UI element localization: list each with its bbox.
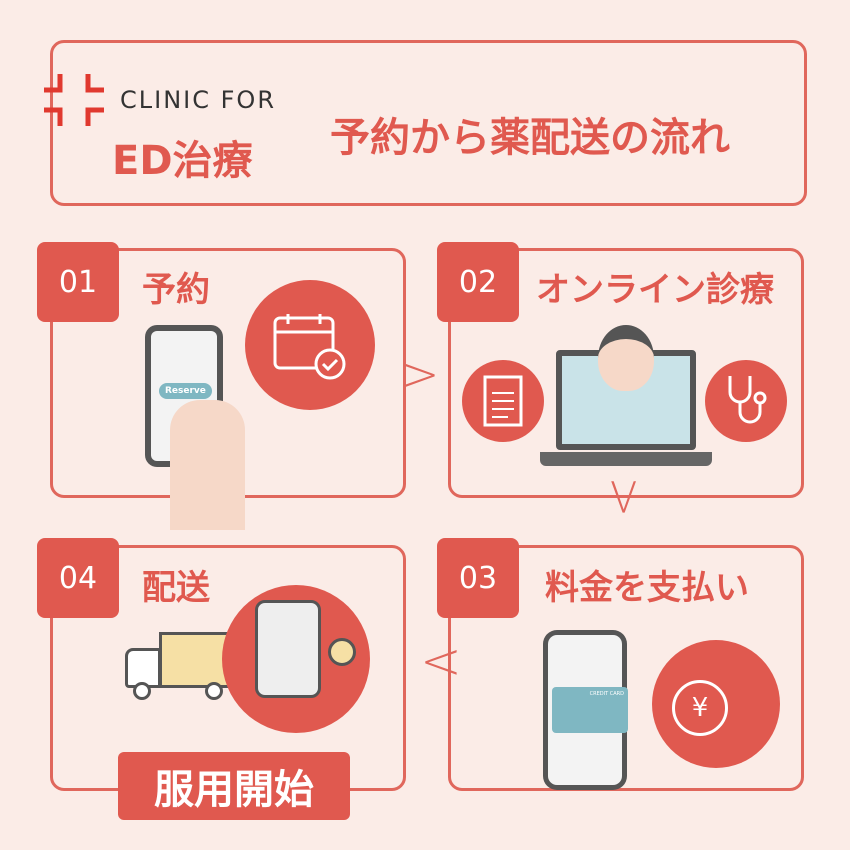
hand-illustration [170,400,245,530]
step-03-badge: 03 [437,538,519,618]
page-title: 予約から薬配送の流れ [330,115,730,161]
brand-top: CLINIC FOR [120,86,276,114]
credit-card: CREDIT CARD [552,687,628,733]
doctor-illustration [598,325,654,391]
step-04-badge: 04 [37,538,119,618]
step-02-badge: 02 [437,242,519,322]
pill-pack-icon [255,600,321,698]
document-icon [483,375,523,427]
truck-illustration [125,632,237,702]
arrow-left-icon: < [420,632,462,690]
brand-bottom: ED治療 [112,138,253,184]
step-02-title: オンライン診療 [536,270,774,310]
arrow-down-icon: > [595,476,654,518]
step-01-title: 予約 [142,270,210,310]
step-04-title: 配送 [142,568,210,608]
arrow-right-icon: > [398,345,440,403]
laptop-base [540,452,712,466]
step-03-title: 料金を支払い [545,568,749,608]
start-medication-banner: 服用開始 [118,752,350,820]
pill-icon [328,638,356,666]
step-01-badge: 01 [37,242,119,322]
reserve-button: Reserve [159,383,212,399]
credit-card-label: CREDIT CARD [589,691,624,697]
calendar-check-icon [273,314,346,380]
header-panel [50,40,807,206]
yen-coin-icon: ¥ [672,680,728,736]
phone-payment-illustration: CREDIT CARD [543,630,628,790]
calendar-circle [245,280,375,410]
clinic-cross-logo-icon [44,74,104,126]
stethoscope-icon [728,376,767,424]
